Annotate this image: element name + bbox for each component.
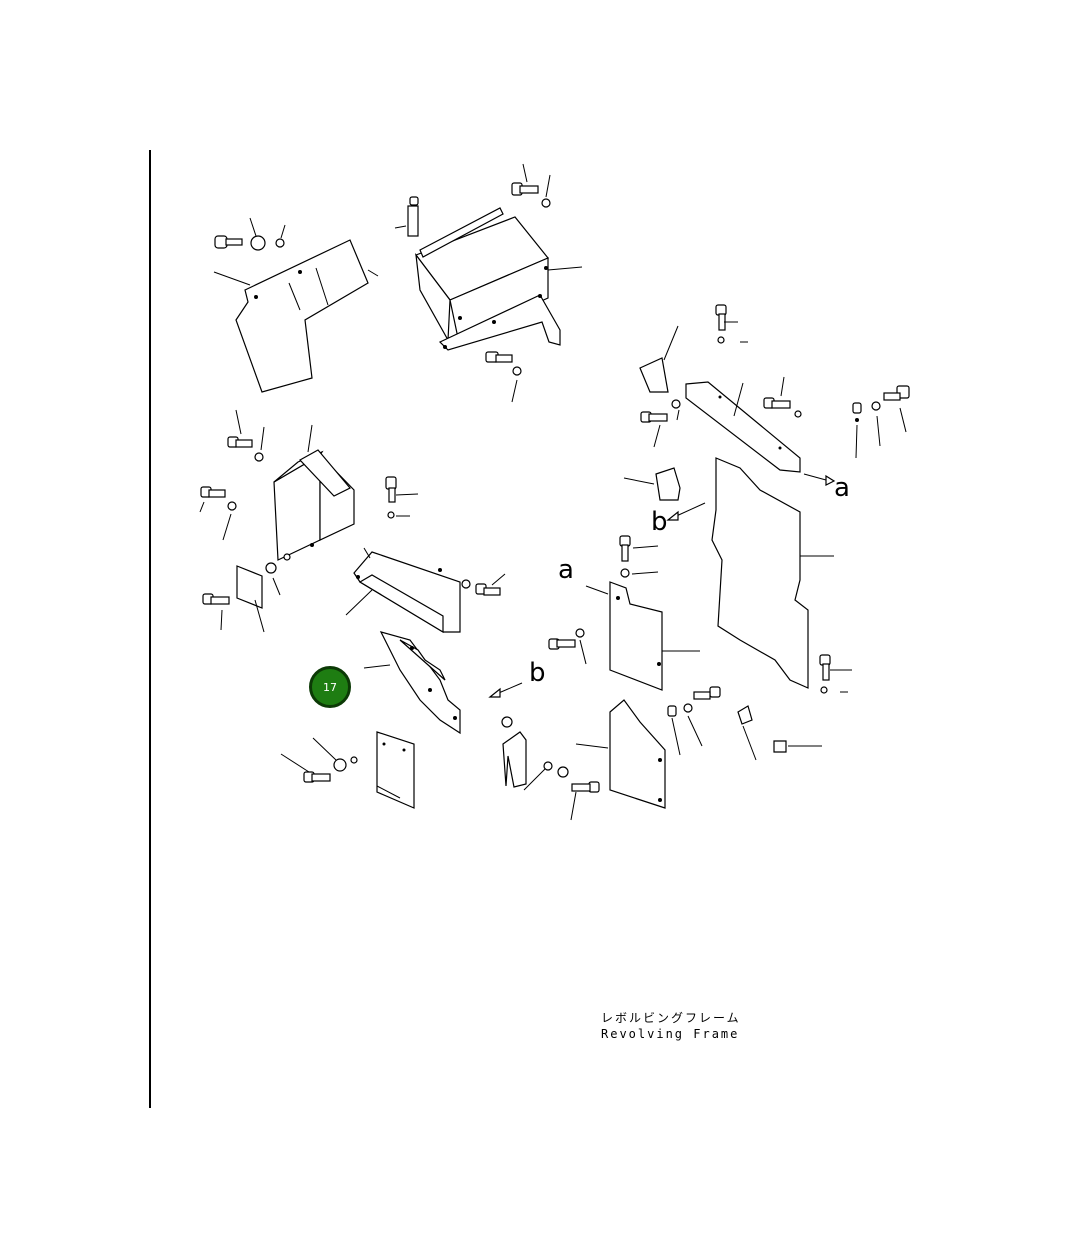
bolt-washer-set-top-center	[394, 163, 551, 403]
long-strip-right	[685, 381, 836, 486]
ref-arrows	[488, 502, 706, 698]
bolt-set-right-middle	[548, 535, 659, 665]
cover-plate-right-middle	[585, 581, 700, 691]
large-frame-plate-right	[711, 457, 834, 689]
angle-plate-middle	[345, 547, 461, 634]
title-english: Revolving Frame	[601, 1027, 739, 1041]
small-angle-lower-center	[501, 716, 600, 821]
bent-bracket-lower-left	[363, 631, 461, 735]
small-plate-left	[202, 553, 291, 633]
bolt-washer-set-middle	[461, 573, 506, 596]
bolt-set-middle-left	[199, 409, 419, 541]
ref-letter-b-lower: b	[529, 658, 546, 688]
bracket-top-center	[415, 207, 583, 351]
left-margin-rule	[149, 150, 151, 1108]
hardware-lower-right	[667, 654, 852, 761]
cover-plate-lower-right	[575, 699, 666, 809]
small-bracket-upper-right	[639, 304, 748, 393]
cover-plate-top-left	[213, 239, 379, 393]
ref-letter-b-upper: b	[651, 507, 668, 537]
ref-letter-a-lower: a	[558, 555, 574, 585]
shim-plate-lower-left	[280, 731, 415, 809]
ref-letter-a-upper: a	[834, 473, 850, 503]
bolt-washer-set-top-left	[214, 217, 286, 251]
callout-hotspot-17[interactable]: 17	[309, 666, 351, 708]
box-bracket-middle-left	[273, 424, 355, 561]
bolt-set-upper-right	[640, 376, 910, 459]
block-part-right	[623, 467, 681, 501]
title-japanese: レボルビングフレーム	[601, 1011, 741, 1025]
callout-hotspot-label: 17	[323, 680, 337, 694]
